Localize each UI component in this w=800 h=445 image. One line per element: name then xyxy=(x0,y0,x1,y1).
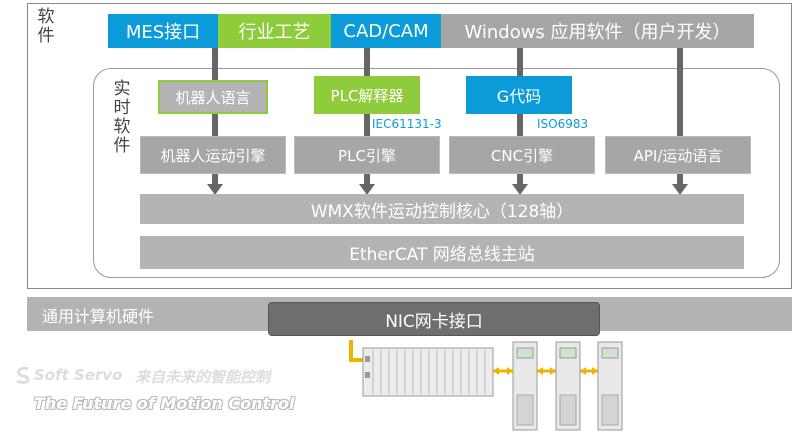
wmx-core-bar: WMX软件运动控制核心（128轴） xyxy=(140,194,744,224)
arrowhead-plc xyxy=(359,184,375,195)
software-label: 软件 xyxy=(37,7,55,46)
watermark-brand: Soft Servo xyxy=(34,366,123,384)
ethercat-master-bar: EtherCAT 网络总线主站 xyxy=(140,236,744,269)
nic-interface-box: NIC网卡接口 xyxy=(268,302,600,336)
plc-interpreter-box: PLC解释器 xyxy=(314,76,420,114)
ethernet-cable xyxy=(349,340,365,362)
hardware-label: 通用计算机硬件 xyxy=(42,307,155,326)
arrowhead-robot xyxy=(207,184,223,195)
servo-drive-2 xyxy=(555,341,581,431)
realtime-label: 实时软件 xyxy=(113,79,131,156)
arrowhead-cnc xyxy=(512,184,528,195)
api-motion-language-box: API/运动语言 xyxy=(605,136,751,174)
cad-cam-box: CAD/CAM xyxy=(331,14,441,48)
servo-drive-3 xyxy=(597,341,623,431)
windows-app-box: Windows 应用软件（用户开发） xyxy=(441,14,754,48)
watermark-slogan-cn: 来自未来的智能控制 xyxy=(135,368,271,386)
gcode-box: G代码 xyxy=(466,76,572,114)
soft-servo-logo-icon xyxy=(16,366,30,384)
industry-process-box: 行业工艺 xyxy=(218,14,331,48)
robot-language-box: 机器人语言 xyxy=(158,80,268,114)
cnc-engine-box: CNC引擎 xyxy=(449,136,595,174)
servo-drive-1 xyxy=(512,341,538,431)
io-module xyxy=(362,347,494,397)
robot-motion-engine-box: 机器人运动引擎 xyxy=(140,136,286,174)
mes-interface-box: MES接口 xyxy=(108,14,218,48)
arrowhead-api xyxy=(672,184,688,195)
watermark-slogan-en: The Future of Motion Control xyxy=(34,394,295,413)
plc-engine-box: PLC引擎 xyxy=(294,136,440,174)
iec-standard-label: IEC61131-3 xyxy=(372,117,442,131)
iso-standard-label: ISO6983 xyxy=(537,117,589,131)
